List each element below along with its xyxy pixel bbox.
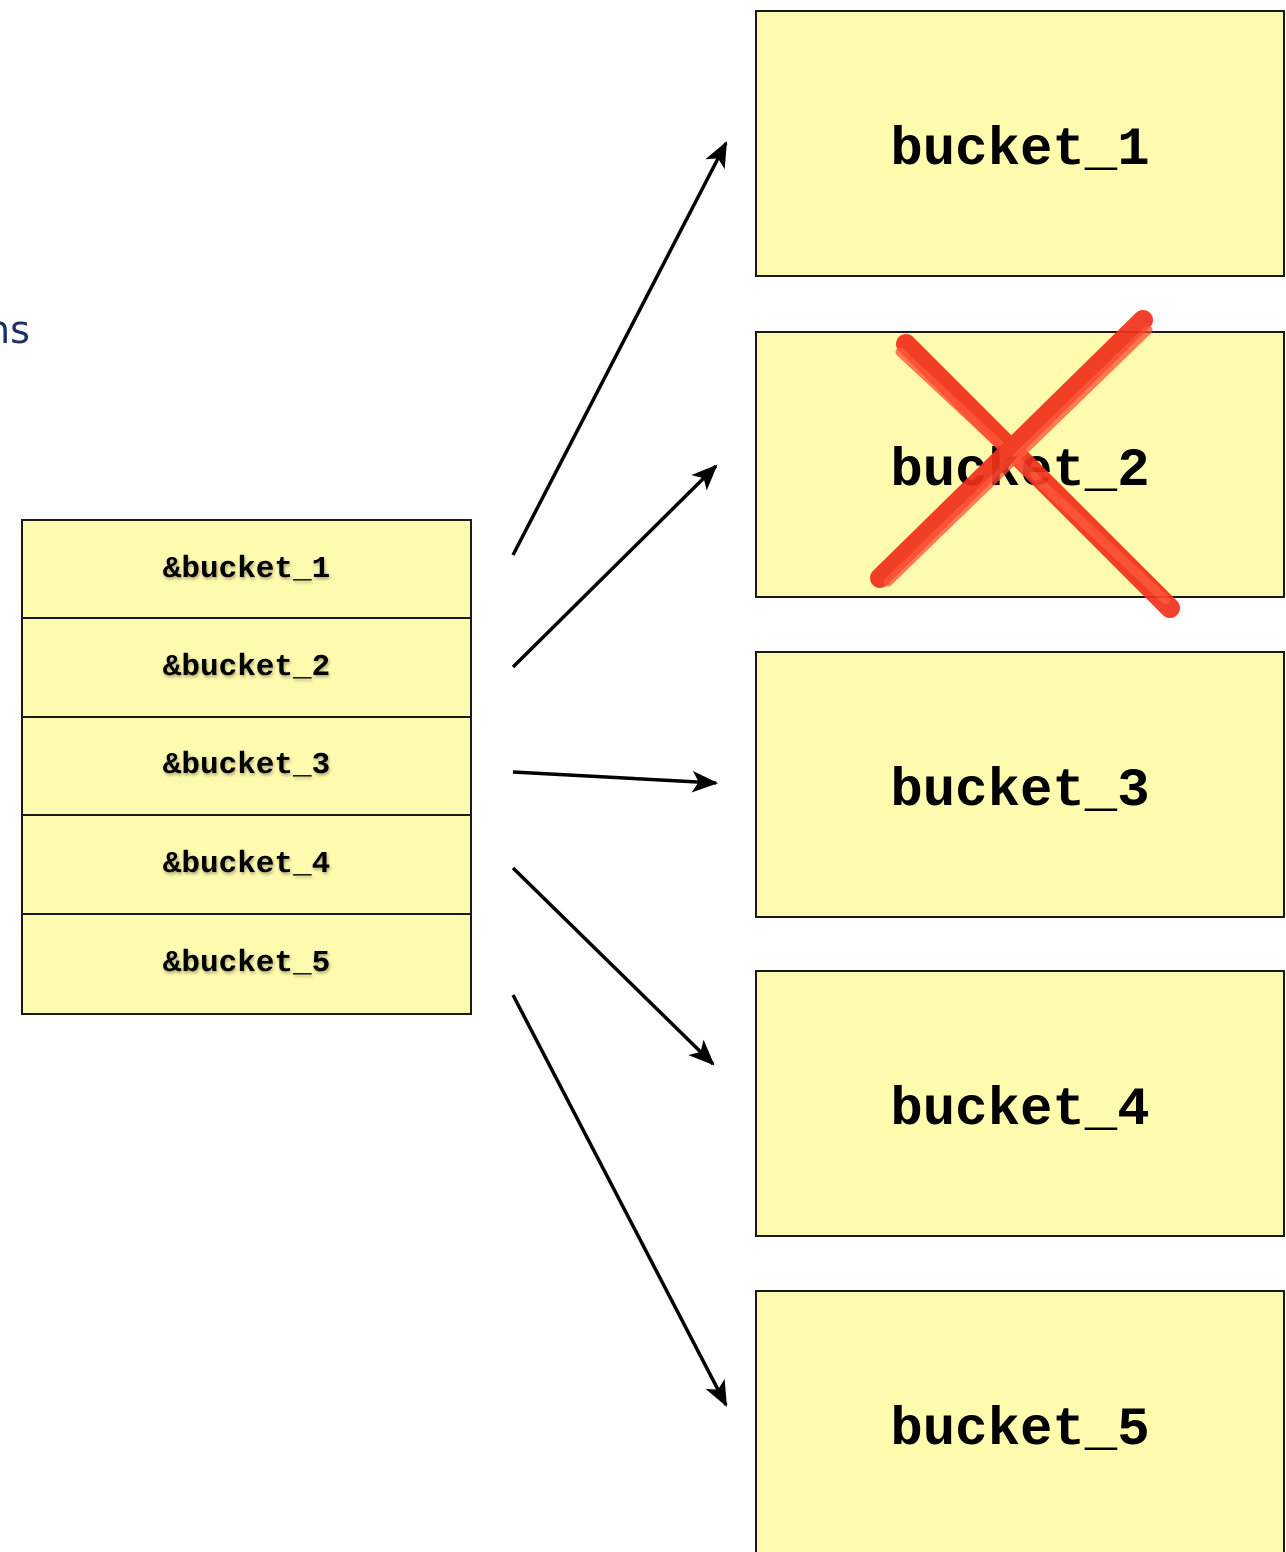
arrow-4: [511, 866, 715, 1066]
arrow-5: [511, 994, 728, 1407]
pointer-cell-4: &bucket_4: [23, 816, 470, 915]
pointer-array: &bucket_1 &bucket_2 &bucket_3 &bucket_4 …: [21, 519, 472, 1015]
bucket-box-4: bucket_4: [755, 970, 1285, 1237]
pointer-cell-1: &bucket_1: [23, 521, 470, 620]
bucket-box-1: bucket_1: [755, 10, 1285, 277]
arrow-2: [511, 464, 718, 669]
pointer-cell-5: &bucket_5: [162, 946, 331, 982]
bucket-box-5: bucket_5: [755, 1290, 1285, 1552]
bucket-label-1: bucket_1: [890, 120, 1150, 181]
bucket-label-3: bucket_3: [890, 761, 1150, 822]
pointer-cell-2: &bucket_2: [23, 619, 470, 718]
bucket-label-5: bucket_5: [890, 1400, 1150, 1461]
pointer-cell-3: &bucket_3: [23, 718, 470, 817]
bucket-label-4: bucket_4: [890, 1080, 1150, 1141]
delete-cross-icon: [870, 310, 1180, 618]
cutoff-text: ns: [0, 308, 30, 352]
arrow-1: [511, 141, 728, 556]
arrow-3: [512, 770, 719, 793]
bucket-box-3: bucket_3: [755, 651, 1285, 918]
